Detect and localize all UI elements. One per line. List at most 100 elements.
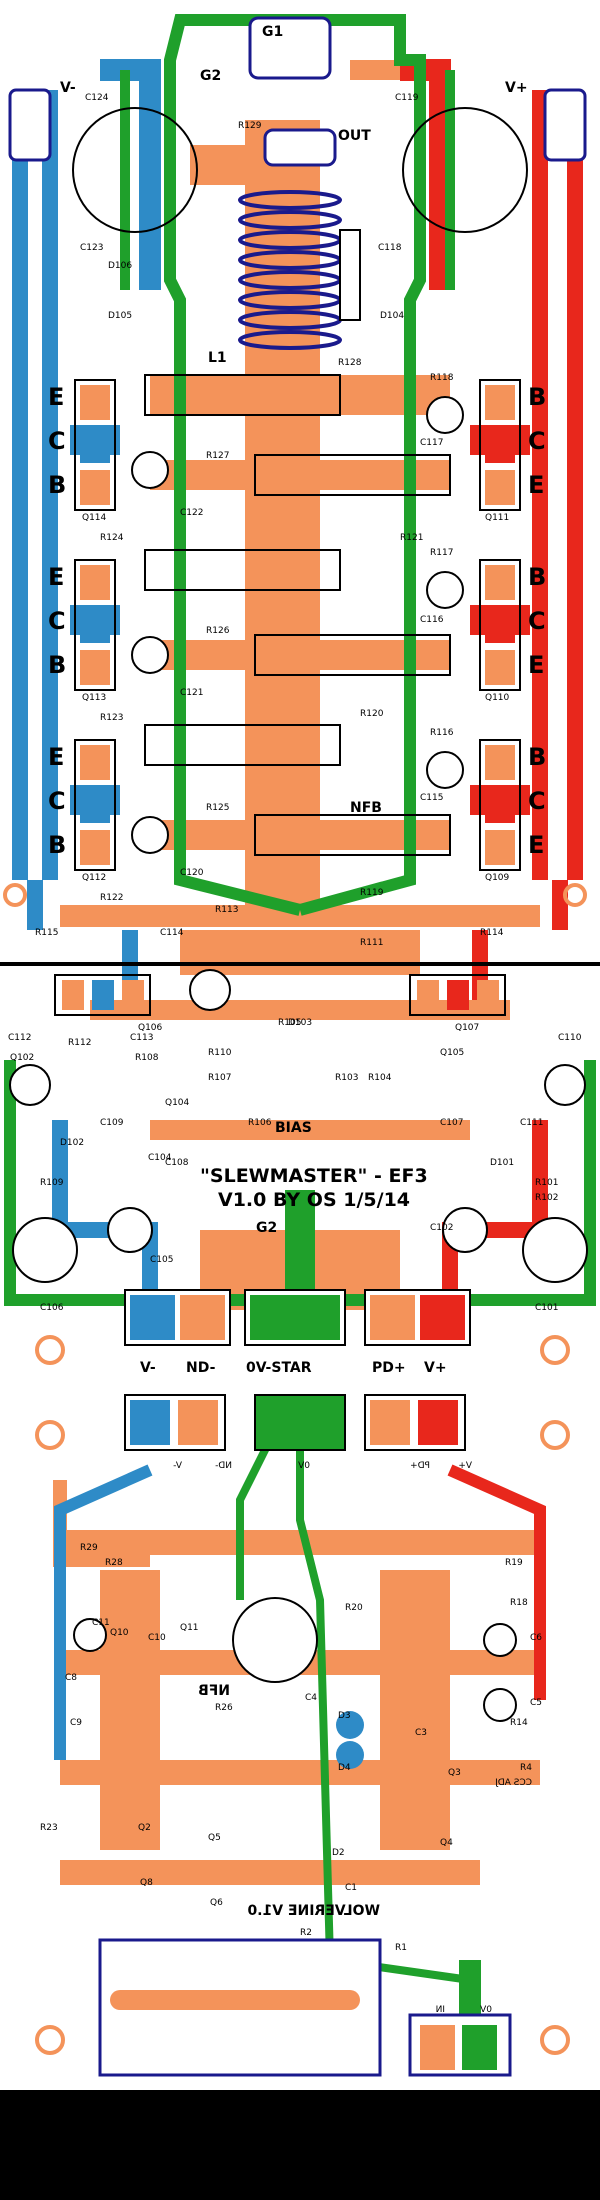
- mounting-hole: [540, 1420, 570, 1450]
- capacitor: [12, 1217, 78, 1283]
- transistor-label: Q105: [440, 1048, 464, 1058]
- track-ground: [164, 14, 302, 916]
- resistor-label: R118: [430, 373, 454, 383]
- pcb-artwork: V- V+ G1 G2 OUT L1 "SLEWMASTER" - EF3 V1…: [0, 14, 600, 2077]
- capacitor: [522, 1217, 588, 1283]
- resistor-label: R124: [100, 533, 124, 543]
- transistor-label: Q3: [448, 1768, 461, 1778]
- capacitor-label: C104: [148, 1153, 172, 1163]
- capacitor-label: C111: [520, 1118, 543, 1128]
- capacitor-label: C102: [430, 1223, 453, 1233]
- driver-transistor-right: [409, 974, 506, 1016]
- transistor-label: Q109: [485, 873, 510, 883]
- capacitor-label: C116: [420, 615, 444, 625]
- label-bias: BIAS: [275, 1120, 312, 1136]
- transistor-label: Q111: [485, 513, 509, 523]
- label-ground-g2: G2: [256, 1220, 277, 1236]
- resistor-block: [144, 549, 341, 591]
- pin-label: C: [528, 607, 546, 635]
- resistor-label: R20: [345, 1603, 363, 1613]
- capacitor-label: C6: [530, 1633, 542, 1643]
- resistor-label: R119: [360, 888, 384, 898]
- power-board-components: [0, 16, 600, 1365]
- transistor-label: Q113: [82, 693, 106, 703]
- track-bus: [60, 905, 540, 927]
- track-bus: [180, 930, 420, 975]
- input-label: 0V: [479, 2005, 492, 2015]
- mounting-hole: [35, 1420, 65, 1450]
- track-bus: [90, 1000, 510, 1020]
- board-split-line: [0, 962, 600, 966]
- diode-label: D105: [108, 311, 132, 321]
- mounting-hole: [540, 2025, 570, 2055]
- diode-label: D3: [338, 1711, 351, 1721]
- capacitor-label: C5: [530, 1698, 542, 1708]
- capacitor-label: C113: [130, 1033, 153, 1043]
- resistor-r128: [339, 229, 361, 321]
- label-vminus: V-: [60, 80, 76, 96]
- capacitor: [232, 1597, 318, 1683]
- capacitor: [483, 1623, 517, 1657]
- resistor-label: R1: [395, 1943, 407, 1953]
- capacitor-label: C105: [150, 1255, 173, 1265]
- input-power-connectors: [124, 1394, 466, 1451]
- resistor-label: R107: [208, 1073, 231, 1083]
- track-bus: [150, 820, 450, 850]
- capacitor-label: C109: [100, 1118, 124, 1128]
- capacitor-label: C110: [558, 1033, 582, 1043]
- resistor-block: [144, 374, 341, 416]
- resistor-label: R26: [215, 1703, 233, 1713]
- label-ccs-adj: CCS ADJ: [495, 1778, 532, 1788]
- capacitor-label: C101: [535, 1303, 558, 1313]
- power-output-connectors: [124, 1289, 471, 1346]
- capacitor-label: C106: [40, 1303, 64, 1313]
- resistor-label: R122: [100, 893, 123, 903]
- connector-label: 0V-STAR: [246, 1360, 312, 1376]
- capacitor-label: C108: [165, 1158, 189, 1168]
- pin-label: B: [528, 383, 546, 411]
- pin-label: B: [48, 831, 66, 859]
- connector-label: 0V: [297, 1461, 310, 1471]
- diode-label: D104: [380, 311, 404, 321]
- resistor-label: R126: [206, 626, 230, 636]
- mounting-hole: [563, 883, 587, 907]
- label-inductor: L1: [208, 350, 227, 366]
- transistor-label: Q10: [110, 1628, 129, 1638]
- connector-label: ND-: [215, 1461, 232, 1471]
- pin-label: E: [528, 651, 544, 679]
- label-nfb-input: NFB: [198, 1683, 230, 1699]
- resistor-label: R23: [40, 1823, 58, 1833]
- label-nfb: NFB: [350, 800, 382, 816]
- pin-label: C: [48, 427, 66, 455]
- transistor-label: Q102: [10, 1053, 34, 1063]
- transistor-label: Q2: [138, 1823, 151, 1833]
- capacitor-label: C115: [420, 793, 443, 803]
- track-bus: [190, 145, 250, 185]
- pin-label: C: [48, 607, 66, 635]
- diode-label: D102: [60, 1138, 84, 1148]
- resistor-label: R109: [40, 1178, 64, 1188]
- capacitor: [131, 636, 169, 674]
- capacitor-label: C119: [395, 93, 419, 103]
- capacitor-label: C124: [85, 93, 109, 103]
- pin-label: E: [48, 383, 64, 411]
- bulk-capacitor-right: [402, 107, 528, 233]
- board-version: V1.0 BY OS 1/5/14: [218, 1189, 410, 1211]
- resistor-label: R128: [338, 358, 362, 368]
- diode-label: D2: [332, 1848, 345, 1858]
- capacitor-label: C107: [440, 1118, 463, 1128]
- connector-vplus: [543, 88, 587, 162]
- capacitor-label: C112: [8, 1033, 31, 1043]
- resistor-label: R111: [360, 938, 383, 948]
- capacitor-label: C117: [420, 438, 443, 448]
- resistor-label: R108: [135, 1053, 159, 1063]
- track-vplus: [532, 90, 583, 930]
- resistor-label: R129: [238, 121, 262, 131]
- label-out: OUT: [338, 128, 371, 144]
- diode-label: D101: [490, 1158, 514, 1168]
- transistor-label: Q107: [455, 1023, 479, 1033]
- track-ground: [298, 14, 426, 916]
- track-ground: [120, 70, 455, 290]
- resistor-label: R113: [215, 905, 238, 915]
- capacitor-label: C118: [378, 243, 402, 253]
